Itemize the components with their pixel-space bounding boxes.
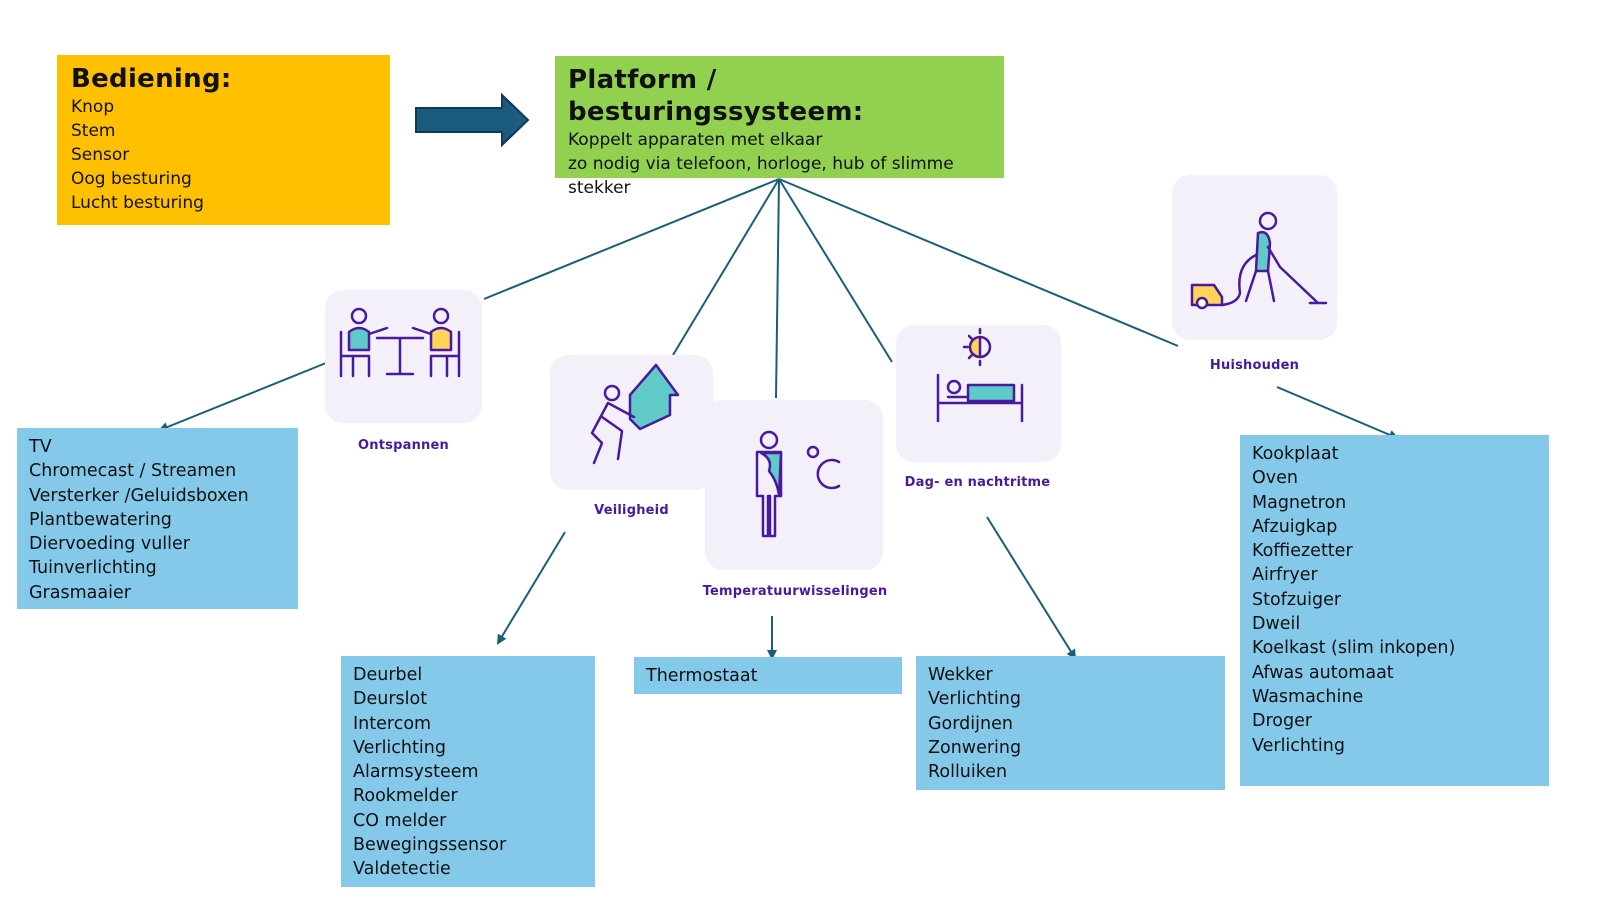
device-item: Tuinverlichting xyxy=(29,558,157,579)
device-item: Grasmaaier xyxy=(29,582,131,603)
person-temperature-icon xyxy=(755,430,841,538)
device-item: Oven xyxy=(1252,468,1298,489)
input-method-item: Sensor xyxy=(71,145,130,165)
device-item: Afwas automaat xyxy=(1252,662,1394,683)
person-vacuuming-icon xyxy=(1190,211,1328,310)
category-card-huishouden xyxy=(1172,175,1337,340)
device-item: Rookmelder xyxy=(353,786,458,807)
platform-description-line: stekker xyxy=(568,178,631,198)
device-item: Thermostaat xyxy=(646,666,758,686)
device-item: Stofzuiger xyxy=(1252,589,1342,610)
device-item: Dweil xyxy=(1252,614,1301,635)
category-card-dagnacht xyxy=(896,325,1061,462)
device-list-ontspannen: TV Chromecast / Streamen Versterker /Gel… xyxy=(17,428,298,609)
line-platform-temperatuur xyxy=(775,178,780,399)
arrow-veiligheid-devices xyxy=(496,531,566,645)
device-item: Verlichting xyxy=(928,689,1021,710)
device-item: Zonwering xyxy=(928,737,1022,758)
platform-description-line: Koppelt apparaten met elkaar xyxy=(568,130,823,150)
right-arrow-icon xyxy=(415,93,530,147)
device-item: Intercom xyxy=(353,713,432,734)
device-item: Koffiezetter xyxy=(1252,541,1353,562)
device-item: Valdetectie xyxy=(353,859,451,880)
device-item: Wekker xyxy=(928,665,993,685)
input-method-item: Stem xyxy=(71,121,116,141)
device-list-veiligheid: Deurbel Deurslot Intercom Verlichting Al… xyxy=(341,656,595,887)
category-label-huishouden: Huishouden xyxy=(1209,358,1300,373)
platform-title: Platform / besturingssysteem: xyxy=(568,65,864,127)
arrow-huishouden-devices xyxy=(1276,386,1399,440)
device-item: Chromecast / Streamen xyxy=(29,461,237,482)
input-methods-title: Bediening: xyxy=(71,64,232,94)
device-list-dagnacht: Wekker Verlichting Gordijnen Zonwering R… xyxy=(916,656,1225,790)
device-item: Verlichting xyxy=(1252,735,1345,756)
device-item: Droger xyxy=(1252,711,1313,732)
device-item: Kookplaat xyxy=(1252,444,1339,464)
device-item: Bewegingssensor xyxy=(353,835,507,856)
category-card-ontspannen xyxy=(325,290,482,423)
device-item: Plantbewatering xyxy=(29,509,172,530)
input-method-item: Lucht besturing xyxy=(71,193,204,213)
line-platform-dagnacht xyxy=(778,178,893,363)
input-method-item: Knop xyxy=(71,97,115,117)
device-item: Afzuigkap xyxy=(1252,516,1338,537)
category-label-veiligheid: Veiligheid xyxy=(594,503,669,518)
line-platform-huishouden xyxy=(778,178,1179,347)
device-item: Wasmachine xyxy=(1252,686,1364,707)
device-item: Versterker /Geluidsboxen xyxy=(29,485,249,506)
input-method-item: Oog besturing xyxy=(71,169,192,189)
arrow-dagnacht-devices xyxy=(986,516,1077,660)
device-item: Gordijnen xyxy=(928,713,1013,734)
arrow-ontspannen-devices xyxy=(158,362,327,432)
people-at-table-icon xyxy=(339,307,461,378)
device-list-temperatuur: Thermostaat xyxy=(634,657,902,694)
device-item: Rolluiken xyxy=(928,762,1008,783)
input-methods-box: Bediening: Knop Stem Sensor Oog besturin… xyxy=(57,55,390,225)
platform-box: Platform / besturingssysteem: Koppelt ap… xyxy=(555,56,1004,198)
category-label-dagnacht: Dag- en nachtritme xyxy=(904,475,1051,490)
device-list-huishouden: Kookplaat Oven Magnetron Afzuigkap Koffi… xyxy=(1240,435,1549,786)
device-item: Alarmsysteem xyxy=(353,762,479,783)
device-item: TV xyxy=(29,437,52,457)
bed-sun-moon-icon xyxy=(936,327,1024,423)
line-platform-veiligheid xyxy=(672,178,780,356)
category-label-ontspannen: Ontspannen xyxy=(358,438,449,453)
category-label-temperatuur: Temperatuurwisselingen xyxy=(702,584,888,599)
device-item: Koelkast (slim inkopen) xyxy=(1252,638,1456,659)
device-item: Deurbel xyxy=(353,665,423,685)
device-item: CO melder xyxy=(353,810,447,831)
line-platform-ontspannen xyxy=(483,178,780,300)
category-card-veiligheid xyxy=(550,355,713,490)
person-lifting-house-icon xyxy=(590,363,680,465)
device-item: Verlichting xyxy=(353,737,446,758)
device-item: Magnetron xyxy=(1252,492,1347,513)
device-item: Diervoeding vuller xyxy=(29,534,190,555)
category-card-temperatuur xyxy=(705,400,883,570)
device-item: Airfryer xyxy=(1252,565,1318,586)
platform-description-line: zo nodig via telefoon, horloge, hub of s… xyxy=(568,154,954,174)
device-item: Deurslot xyxy=(353,689,428,710)
